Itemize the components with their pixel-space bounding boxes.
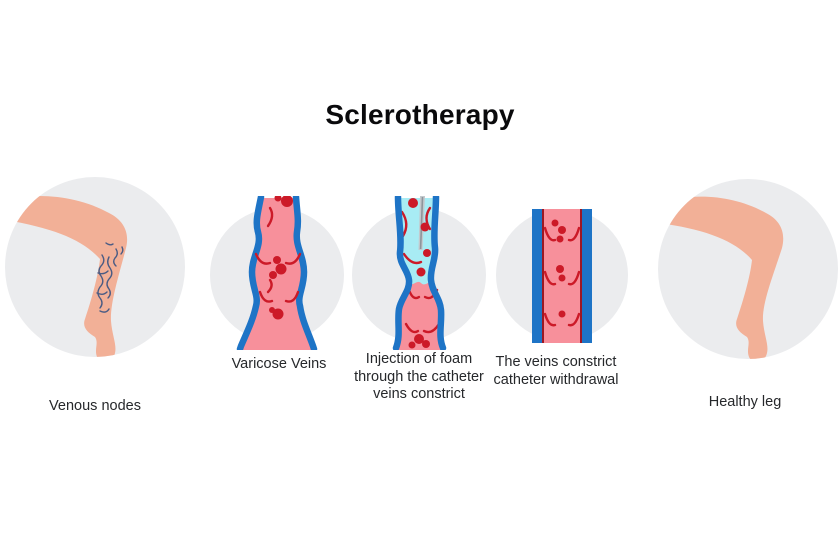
- caption-line: Venous nodes: [49, 398, 141, 414]
- blood-clots: [408, 198, 431, 349]
- constricted-vein-illustration: [496, 209, 628, 343]
- figure-caption: Varicose Veins: [212, 356, 346, 374]
- vein-wall-right: [292, 196, 318, 350]
- blood-clots: [269, 196, 293, 320]
- leg-shape: [5, 195, 127, 357]
- vein-wall-left: [236, 196, 265, 350]
- caption-line: veins constrict: [373, 386, 465, 402]
- venous-nodes-illustration: [5, 177, 185, 357]
- vein-wall-left: [392, 196, 413, 350]
- caption-line: Injection of foam: [365, 351, 473, 367]
- figure-varicose-veins: [210, 196, 344, 350]
- healthy-leg-illustration: [658, 179, 838, 359]
- vein-wall-left: [532, 209, 542, 343]
- foam-injection-illustration: [352, 196, 486, 350]
- vein-wall-right: [427, 196, 447, 350]
- figure-caption: Venous nodes: [5, 398, 185, 416]
- figure-caption: Healthy leg: [655, 394, 835, 412]
- caption-line: through the catheter: [354, 368, 484, 385]
- catheter: [418, 196, 425, 250]
- caption-line: The veins constrict: [495, 354, 617, 370]
- blood-cells: [551, 219, 566, 318]
- caption-line: Varicose Veins: [231, 356, 327, 372]
- figure-caption: The veins constrict catheter withdrawal: [474, 354, 638, 389]
- vein-wall-right: [582, 209, 592, 343]
- varicose-veins-on-leg: [96, 242, 124, 313]
- page-title: Sclerotherapy: [325, 99, 515, 130]
- figure-caption: Injection of foam through the catheter v…: [337, 351, 501, 404]
- leg-shape: [658, 196, 784, 359]
- vein-valves: [543, 226, 581, 327]
- figure-venous-nodes: [5, 177, 185, 357]
- varicose-vein-illustration: [210, 196, 344, 350]
- caption-line: catheter withdrawal: [493, 371, 619, 388]
- figure-catheter-withdrawal: [496, 196, 628, 350]
- vein-inner-lining-right: [580, 209, 582, 343]
- vein-valves: [254, 206, 302, 303]
- figure-healthy-leg: [658, 179, 838, 359]
- figure-foam-injection: [352, 196, 486, 350]
- caption-line: Healthy leg: [708, 394, 782, 410]
- vein-inner-lining-left: [542, 209, 544, 343]
